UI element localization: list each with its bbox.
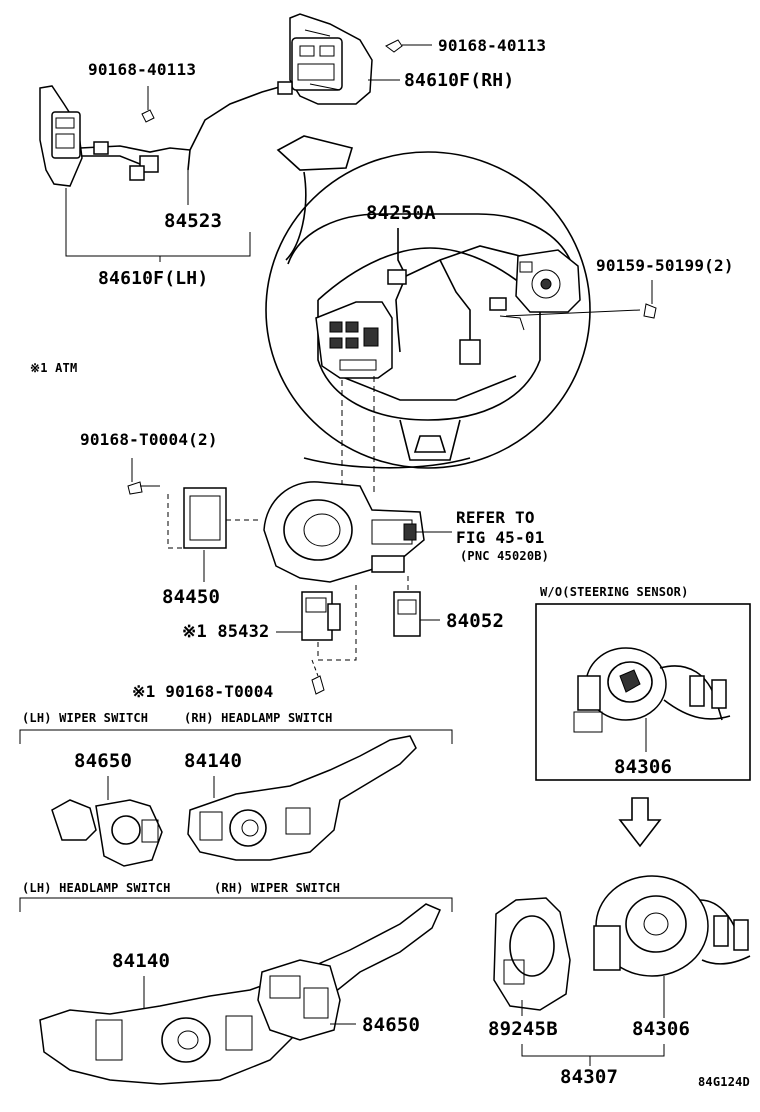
label-lh-headlamp-switch: (LH) HEADLAMP SWITCH xyxy=(22,881,171,895)
label-90168-t0004-2: 90168-T0004(2) xyxy=(80,430,218,449)
arrow-down xyxy=(618,797,662,848)
label-note-atm: ※1 ATM xyxy=(30,361,78,375)
label-figure-code: 84G124D xyxy=(698,1075,750,1089)
part-84450 xyxy=(167,487,262,582)
paddle-switch-rh xyxy=(289,13,373,105)
steering-wheel xyxy=(265,135,591,469)
screw-90168-t0004 xyxy=(311,659,325,695)
label-wo-steering-sensor: W/O(STEERING SENSOR) xyxy=(540,585,689,599)
steering-switch-right xyxy=(515,249,581,313)
headlamp-switch-84140-bottom xyxy=(39,903,441,1085)
label-84610f-rh: 84610F(RH) xyxy=(404,70,515,91)
label-84307: 84307 xyxy=(560,1066,619,1088)
wire-harness-84523 xyxy=(79,81,293,205)
label-89245b: 89245B xyxy=(488,1018,558,1040)
label-84052: 84052 xyxy=(446,610,505,632)
wo-steering-sensor-box xyxy=(535,603,751,781)
switch-group-top-bracket xyxy=(19,729,453,744)
label-rh-wiper-switch: (RH) WIPER SWITCH xyxy=(214,881,341,895)
switch-group-bottom-bracket xyxy=(19,897,453,912)
wiper-switch-84650-bottom xyxy=(257,959,356,1041)
label-rh-headlamp-switch: (RH) HEADLAMP SWITCH xyxy=(184,711,333,725)
screw-90168-40113-right xyxy=(385,39,432,53)
spiral-cable-84306-bottom xyxy=(593,875,751,1018)
part-85432 xyxy=(276,584,357,661)
part-84052 xyxy=(393,576,440,637)
wire-harness-84250a xyxy=(387,228,525,365)
label-84610f-lh: 84610F(LH) xyxy=(98,268,209,289)
screw-90159-50199 xyxy=(505,280,657,319)
sensor-89245b xyxy=(493,897,571,1016)
spiral-cable-84306-box xyxy=(573,647,731,752)
label-84306-box: 84306 xyxy=(614,756,673,778)
combination-switch-body xyxy=(263,481,425,583)
wiper-switch-84650-top xyxy=(51,776,163,867)
bracket-84610f-lh xyxy=(65,188,251,262)
screw-90168-t0004-2 xyxy=(127,458,160,495)
label-84250a: 84250A xyxy=(366,202,436,224)
label-refer-fig: FIG 45-01 xyxy=(456,528,545,547)
paddle-switch-lh xyxy=(39,85,83,187)
label-84140-bottom: 84140 xyxy=(112,950,171,972)
label-refer-pnc: (PNC 45020B) xyxy=(460,549,550,563)
label-84650-bottom: 84650 xyxy=(362,1014,421,1036)
label-84306-bottom: 84306 xyxy=(632,1018,691,1040)
label-90168-40113-left: 90168-40113 xyxy=(88,60,197,79)
label-85432: ※1 85432 xyxy=(182,622,270,642)
label-lh-wiper-switch: (LH) WIPER SWITCH xyxy=(22,711,149,725)
label-90168-t0004: ※1 90168-T0004 xyxy=(132,682,274,701)
label-84650-top: 84650 xyxy=(74,750,133,772)
label-90168-40113-right: 90168-40113 xyxy=(438,36,547,55)
bracket-84307 xyxy=(521,1044,665,1066)
steering-switch-left xyxy=(315,301,393,379)
screw-90168-40113-left xyxy=(141,86,155,123)
label-90159-50199: 90159-50199(2) xyxy=(596,256,734,275)
label-84140-top: 84140 xyxy=(184,750,243,772)
label-refer-to: REFER TO xyxy=(456,508,535,527)
label-84523: 84523 xyxy=(164,210,223,232)
label-84450: 84450 xyxy=(162,586,221,608)
headlamp-switch-84140-top xyxy=(187,735,417,861)
